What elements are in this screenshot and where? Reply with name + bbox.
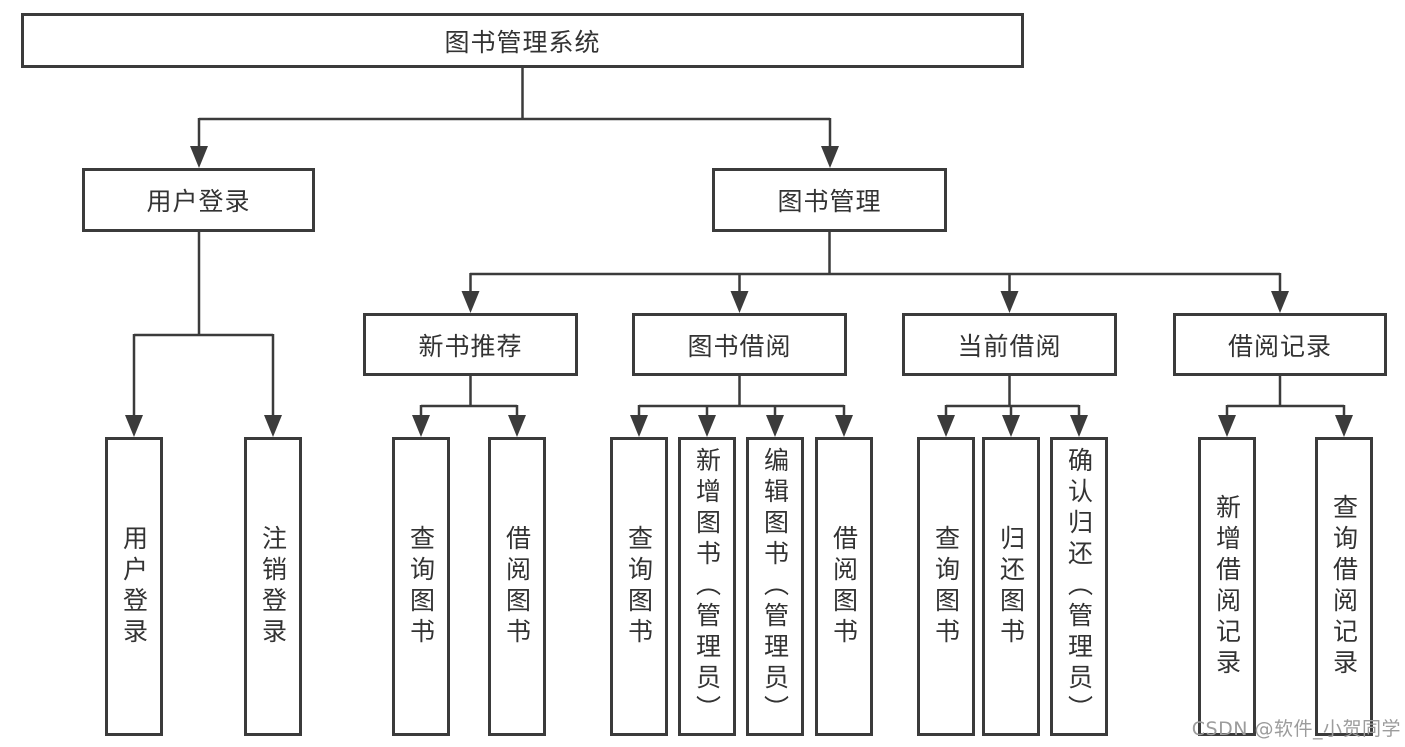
node-book-borrow: 图书借阅 (632, 313, 847, 376)
leaf-records-add-record: 新增借阅记录 (1198, 437, 1256, 736)
leaf-current-confirm-return-admin-label: 确认归还（管理员） (1064, 447, 1094, 726)
leaf-borrow-edit-books-admin-label: 编辑图书（管理员） (760, 447, 790, 726)
leaf-current-query-books: 查询图书 (917, 437, 975, 736)
leaf-newbook-query-books: 查询图书 (392, 437, 450, 736)
leaf-logout-label: 注销登录 (258, 524, 288, 649)
leaf-newbook-borrow-books-label: 借阅图书 (502, 524, 532, 649)
leaf-user-login: 用户登录 (105, 437, 163, 736)
leaf-current-confirm-return-admin: 确认归还（管理员） (1050, 437, 1108, 736)
leaf-borrow-borrow-books-label: 借阅图书 (829, 524, 859, 649)
connector-new-books-to-leaves (412, 376, 526, 437)
connector-user-login-to-leaves (125, 232, 282, 437)
node-user-login-label: 用户登录 (146, 187, 251, 216)
leaf-records-query-record-label: 查询借阅记录 (1329, 493, 1359, 680)
connector-root-to-branches (190, 67, 839, 168)
leaf-newbook-query-books-label: 查询图书 (406, 524, 436, 649)
leaf-records-add-record-label: 新增借阅记录 (1212, 493, 1242, 680)
leaf-borrow-borrow-books: 借阅图书 (815, 437, 873, 736)
leaf-borrow-query-books-label: 查询图书 (624, 524, 654, 649)
leaf-borrow-add-books-admin: 新增图书（管理员） (678, 437, 736, 736)
leaf-borrow-edit-books-admin: 编辑图书（管理员） (746, 437, 804, 736)
connector-book-borrow-to-leaves (630, 376, 853, 437)
connector-current-borrow-to-leaves (937, 376, 1088, 437)
leaf-user-login-label: 用户登录 (119, 524, 149, 649)
leaf-borrow-add-books-admin-label: 新增图书（管理员） (692, 447, 722, 726)
connector-book-mgmt-to-groups (461, 232, 1289, 313)
node-root-label: 图书管理系统 (444, 27, 601, 57)
node-borrow-records-label: 借阅记录 (1227, 331, 1332, 361)
leaf-records-query-record: 查询借阅记录 (1315, 437, 1373, 736)
node-book-management-label: 图书管理 (777, 187, 882, 216)
leaf-newbook-borrow-books: 借阅图书 (488, 437, 546, 736)
leaf-current-return-books-label: 归还图书 (996, 524, 1026, 649)
leaf-logout: 注销登录 (244, 437, 302, 736)
leaf-current-return-books: 归还图书 (982, 437, 1040, 736)
node-user-login: 用户登录 (82, 168, 315, 232)
node-book-management: 图书管理 (712, 168, 947, 232)
connector-borrow-records-to-leaves (1218, 376, 1353, 437)
leaf-borrow-query-books: 查询图书 (610, 437, 668, 736)
node-new-book-recommend: 新书推荐 (363, 313, 578, 376)
watermark: CSDN @软件_小贺同学 (1191, 718, 1401, 740)
node-borrow-records: 借阅记录 (1173, 313, 1387, 376)
node-book-borrow-label: 图书借阅 (687, 331, 792, 361)
node-new-book-recommend-label: 新书推荐 (418, 331, 523, 361)
node-current-borrow-label: 当前借阅 (957, 331, 1062, 361)
leaf-current-query-books-label: 查询图书 (931, 524, 961, 649)
node-current-borrow: 当前借阅 (902, 313, 1117, 376)
node-root: 图书管理系统 (21, 13, 1024, 68)
